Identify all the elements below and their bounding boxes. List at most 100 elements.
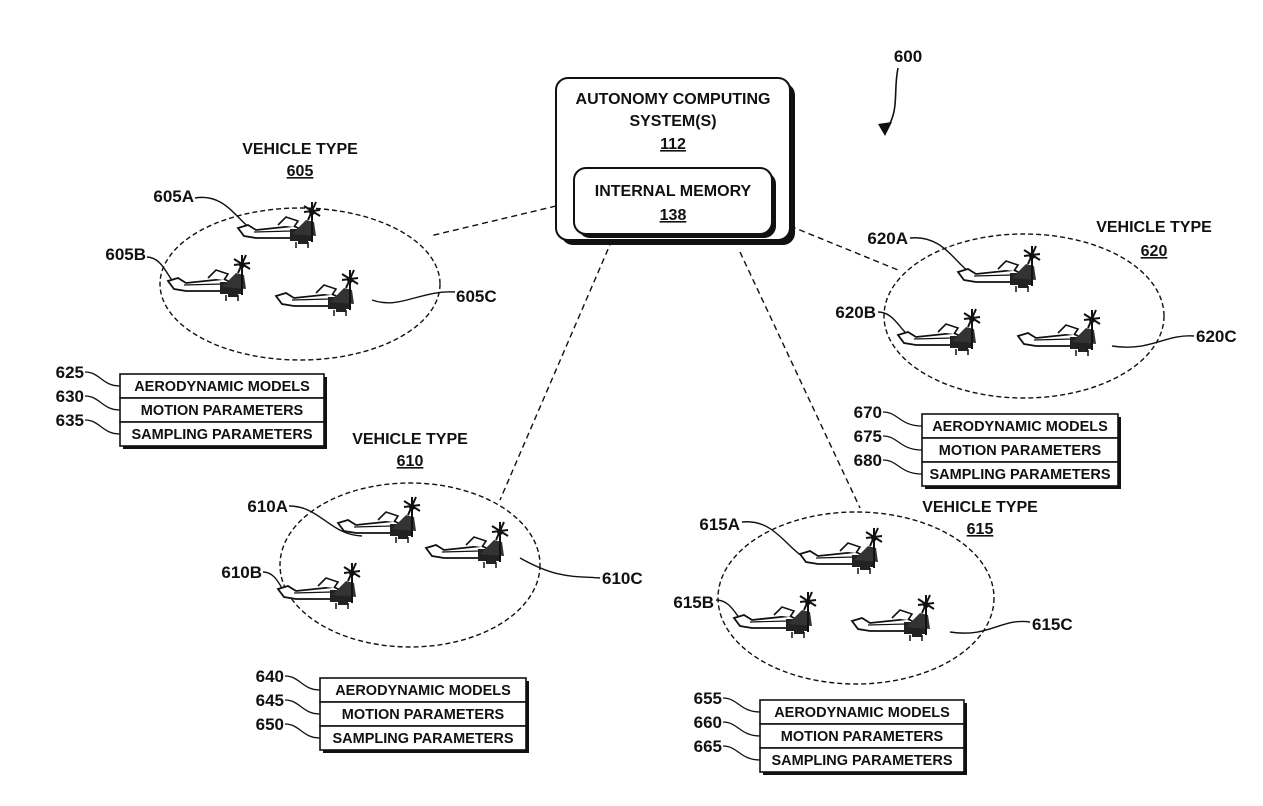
vehicle-label-615C: 615C xyxy=(1032,615,1073,634)
parameter-leader-line xyxy=(284,723,321,739)
vehicle-label-620A: 620A xyxy=(867,229,908,248)
computing-system-title-line1: AUTONOMY COMPUTING xyxy=(576,91,771,108)
tiltrotor-aircraft-icon xyxy=(1017,309,1101,357)
parameter-leader-line xyxy=(722,745,761,761)
tiltrotor-aircraft-icon xyxy=(799,527,883,575)
vehicle-label-610A: 610A xyxy=(247,497,288,516)
vehicle-type-title-610: VEHICLE TYPE xyxy=(352,431,468,448)
computing-system-ref: 112 xyxy=(660,136,686,153)
parameter-label: MOTION PARAMETERS xyxy=(781,729,944,745)
vehicle-type-title-605: VEHICLE TYPE xyxy=(242,141,358,158)
parameter-ref-665: 665 xyxy=(694,737,722,756)
parameter-ref-675: 675 xyxy=(854,427,882,446)
vehicle-type-ref-615: 615 xyxy=(967,521,994,538)
parameter-box xyxy=(921,461,1119,487)
connector-line xyxy=(429,205,557,237)
parameter-label: AERODYNAMIC MODELS xyxy=(335,683,511,699)
parameter-ref-640: 640 xyxy=(256,667,284,686)
parameter-ref-635: 635 xyxy=(56,411,84,430)
vehicle-type-ref-605: 605 xyxy=(287,163,314,180)
vehicle-type-group-605 xyxy=(159,207,441,361)
computing-system-title-line2: SYSTEM(S) xyxy=(629,113,716,130)
vehicle-type-ref-620: 620 xyxy=(1141,243,1168,260)
parameter-ref-645: 645 xyxy=(256,691,284,710)
parameter-box xyxy=(759,723,965,749)
vehicle-leader-line xyxy=(519,557,601,579)
parameter-leader-line xyxy=(882,411,923,427)
vehicle-type-group-615 xyxy=(717,511,995,685)
figure-number: 600 xyxy=(894,47,922,66)
parameter-leader-line xyxy=(882,459,923,475)
parameter-label: AERODYNAMIC MODELS xyxy=(932,419,1108,435)
parameter-label: AERODYNAMIC MODELS xyxy=(134,379,310,395)
parameter-label: MOTION PARAMETERS xyxy=(342,707,505,723)
connector-line xyxy=(739,251,861,509)
vehicle-leader-line xyxy=(949,620,1031,634)
parameter-ref-680: 680 xyxy=(854,451,882,470)
tiltrotor-aircraft-icon xyxy=(275,269,359,317)
parameter-box xyxy=(319,677,527,703)
parameter-ref-630: 630 xyxy=(56,387,84,406)
parameter-box xyxy=(759,699,965,725)
parameter-label: SAMPLING PARAMETERS xyxy=(772,753,953,769)
vehicle-type-group-610 xyxy=(279,482,541,648)
parameter-box xyxy=(921,437,1119,463)
parameter-label: MOTION PARAMETERS xyxy=(141,403,304,419)
parameter-box xyxy=(319,701,527,727)
connector-line xyxy=(499,239,613,501)
curved-arrow-icon xyxy=(878,122,892,136)
vehicle-type-title-620: VEHICLE TYPE xyxy=(1096,219,1212,236)
vehicle-leader-line xyxy=(1111,335,1195,348)
internal-memory-box xyxy=(573,167,773,235)
parameter-label: MOTION PARAMETERS xyxy=(939,443,1102,459)
parameter-label: AERODYNAMIC MODELS xyxy=(774,705,950,721)
tiltrotor-aircraft-icon xyxy=(337,496,421,544)
tiltrotor-aircraft-icon xyxy=(167,254,251,302)
parameter-box xyxy=(119,421,325,447)
parameter-ref-655: 655 xyxy=(694,689,722,708)
parameter-box xyxy=(119,373,325,399)
vehicle-label-605C: 605C xyxy=(456,287,497,306)
parameter-label: SAMPLING PARAMETERS xyxy=(132,427,313,443)
vehicle-label-615A: 615A xyxy=(699,515,740,534)
vehicle-leader-line xyxy=(371,291,456,304)
tiltrotor-aircraft-icon xyxy=(277,562,361,610)
parameter-ref-670: 670 xyxy=(854,403,882,422)
parameter-box xyxy=(921,413,1119,439)
vehicle-label-620C: 620C xyxy=(1196,327,1237,346)
parameter-leader-line xyxy=(722,721,761,737)
vehicle-label-610B: 610B xyxy=(221,563,262,582)
vehicle-label-605B: 605B xyxy=(105,245,146,264)
parameter-ref-660: 660 xyxy=(694,713,722,732)
vehicle-leader-line xyxy=(288,505,363,537)
tiltrotor-aircraft-icon xyxy=(897,308,981,356)
tiltrotor-aircraft-icon xyxy=(733,591,817,639)
vehicle-label-610C: 610C xyxy=(602,569,643,588)
parameter-leader-line xyxy=(84,395,121,411)
tiltrotor-aircraft-icon xyxy=(851,594,935,642)
internal-memory-title: INTERNAL MEMORY xyxy=(595,183,752,200)
figure-pointer-line xyxy=(885,67,899,131)
vehicle-label-620B: 620B xyxy=(835,303,876,322)
parameter-box xyxy=(319,725,527,751)
vehicle-label-615B: 615B xyxy=(673,593,714,612)
internal-memory-ref: 138 xyxy=(660,207,687,224)
parameter-leader-line xyxy=(84,371,121,387)
parameter-leader-line xyxy=(284,675,321,691)
parameter-leader-line xyxy=(284,699,321,715)
parameter-ref-625: 625 xyxy=(56,363,84,382)
parameter-label: SAMPLING PARAMETERS xyxy=(333,731,514,747)
vehicle-type-ref-610: 610 xyxy=(397,453,424,470)
vehicle-type-group-620 xyxy=(883,233,1165,399)
parameter-leader-line xyxy=(722,697,761,713)
parameter-leader-line xyxy=(882,435,923,451)
parameter-ref-650: 650 xyxy=(256,715,284,734)
tiltrotor-aircraft-icon xyxy=(957,245,1041,293)
parameter-label: SAMPLING PARAMETERS xyxy=(930,467,1111,483)
vehicle-type-title-615: VEHICLE TYPE xyxy=(922,499,1038,516)
vehicle-label-605A: 605A xyxy=(153,187,194,206)
tiltrotor-aircraft-icon xyxy=(425,521,509,569)
parameter-box xyxy=(759,747,965,773)
